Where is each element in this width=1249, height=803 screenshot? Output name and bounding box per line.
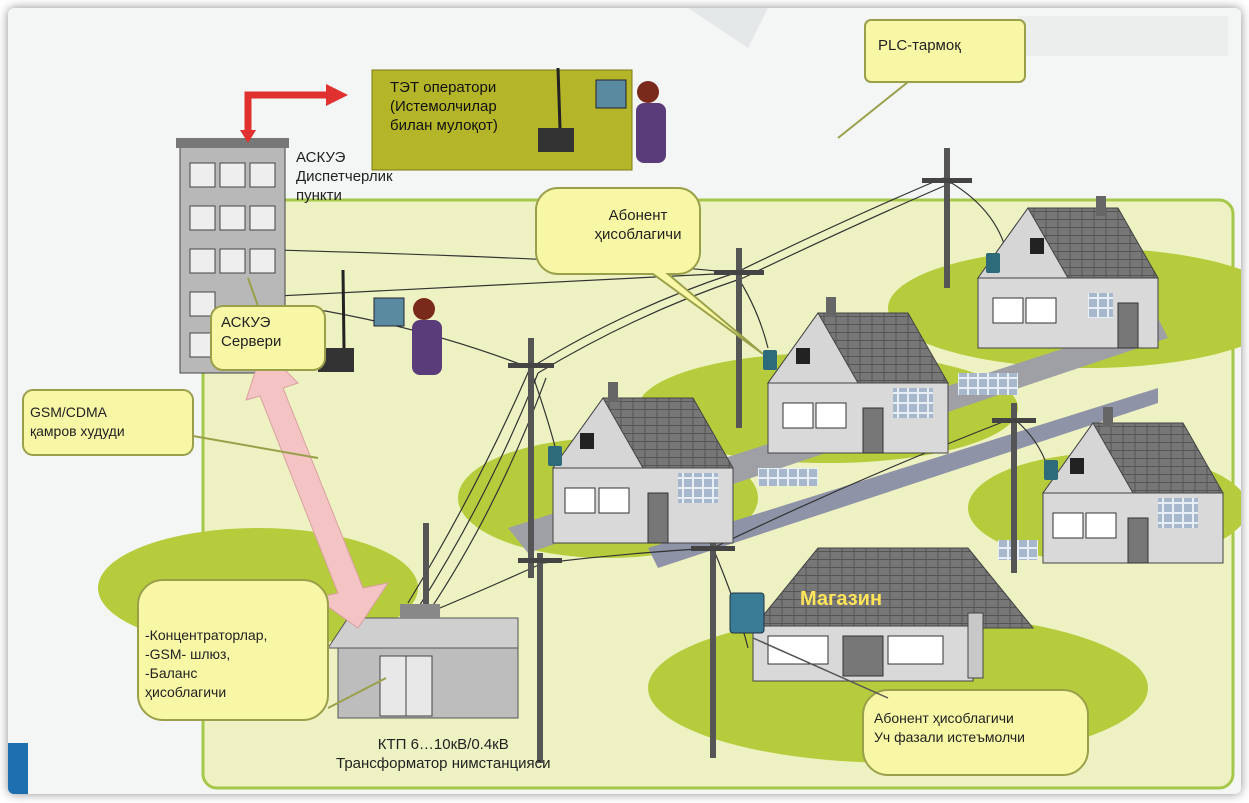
askue-server-label: АСКУЭ Сервери — [221, 314, 282, 350]
tet-operator-box — [371, 69, 633, 171]
diagram-frame: PLC-тармоқ ТЭТ оператори (Истемолчилар б… — [8, 8, 1241, 794]
pink-arrow — [245, 347, 390, 629]
meter-icon — [729, 592, 765, 634]
power-pole-icon — [508, 338, 554, 578]
house-icon — [977, 196, 1159, 349]
callout-three-phase — [752, 637, 1089, 776]
substation-label: КТП 6…10кВ/0.4кВ Трансформатор нимстанци… — [336, 736, 551, 772]
callout-subscriber — [535, 187, 764, 355]
bg-decoration — [1018, 16, 1228, 56]
tet-operator-label: ТЭТ оператори (Истемолчилар билан мулоқо… — [390, 79, 498, 134]
concentrators-label: -Концентраторлар, -GSM- шлюз, -Баланс ҳи… — [145, 627, 268, 700]
meter-icon — [548, 446, 562, 466]
gsm-coverage-label: GSM/CDMA қамров худуди — [30, 404, 125, 439]
meter-icon — [763, 350, 777, 370]
three-phase-meter-label: Абонент ҳисоблагичи Уч фазали истеъмолчи — [874, 710, 1025, 745]
bg-decoration — [688, 8, 768, 48]
callout-gsm — [22, 389, 319, 459]
power-pole-icon — [992, 403, 1036, 573]
power-pole-icon — [423, 523, 429, 618]
house-icon — [1042, 407, 1224, 564]
shop-label: Магазин — [800, 588, 883, 610]
plc-network-label: PLC-тармоқ — [878, 37, 961, 54]
askue-dispatch-label: АСКУЭ Диспетчерлик пункти — [296, 149, 393, 204]
red-arrow — [240, 84, 348, 143]
operator-icon — [538, 67, 666, 163]
diagram-graphics — [8, 8, 1241, 794]
power-pole-icon — [691, 538, 735, 758]
house-icon — [552, 382, 734, 544]
callout-server — [210, 277, 326, 371]
power-pole-icon — [518, 553, 562, 763]
power-pole-icon — [714, 248, 764, 428]
corner-accent — [8, 743, 28, 794]
subscriber-meter-label: Абонент ҳисоблагичи — [594, 207, 682, 243]
power-pole-icon — [922, 148, 972, 288]
transformer-icon — [327, 604, 519, 719]
meter-icon — [1044, 460, 1058, 480]
meter-icon — [986, 253, 1000, 273]
callout-plc — [837, 19, 1026, 139]
callout-concentrators — [137, 579, 387, 721]
house-icon — [767, 297, 949, 454]
